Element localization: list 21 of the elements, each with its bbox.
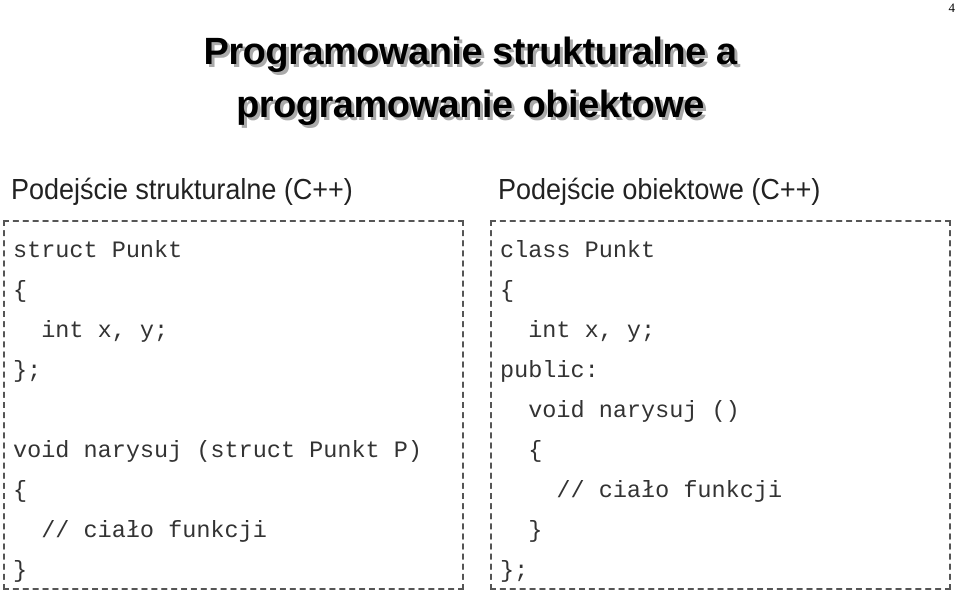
- code-line: void narysuj (struct Punkt P): [13, 437, 422, 467]
- code-line: };: [13, 357, 42, 387]
- code-line: {: [13, 277, 28, 307]
- code-line: {: [527, 437, 542, 467]
- code-line: {: [13, 477, 28, 507]
- panel-heading: Podejście obiektowe (C++): [498, 173, 820, 208]
- code-line: };: [500, 557, 528, 587]
- code-line: public:: [500, 357, 599, 387]
- code-line: int x, y;: [40, 317, 168, 347]
- code-line: }: [13, 557, 28, 587]
- code-line: // ciało funkcji: [555, 477, 782, 507]
- code-line: // ciało funkcji: [40, 517, 267, 547]
- title: Programowanie strukturalne a programowanie obiektowe: [202, 30, 738, 128]
- code-line: class Punkt: [500, 237, 656, 267]
- code-line: }: [527, 517, 542, 547]
- page-number: 4: [948, 0, 955, 16]
- code-line: int x, y;: [527, 317, 656, 347]
- code-line: void narysuj (): [527, 397, 740, 427]
- code-line: {: [500, 277, 514, 307]
- panel-heading: Podejście strukturalne (C++): [11, 173, 353, 208]
- code-line: struct Punkt: [13, 237, 182, 267]
